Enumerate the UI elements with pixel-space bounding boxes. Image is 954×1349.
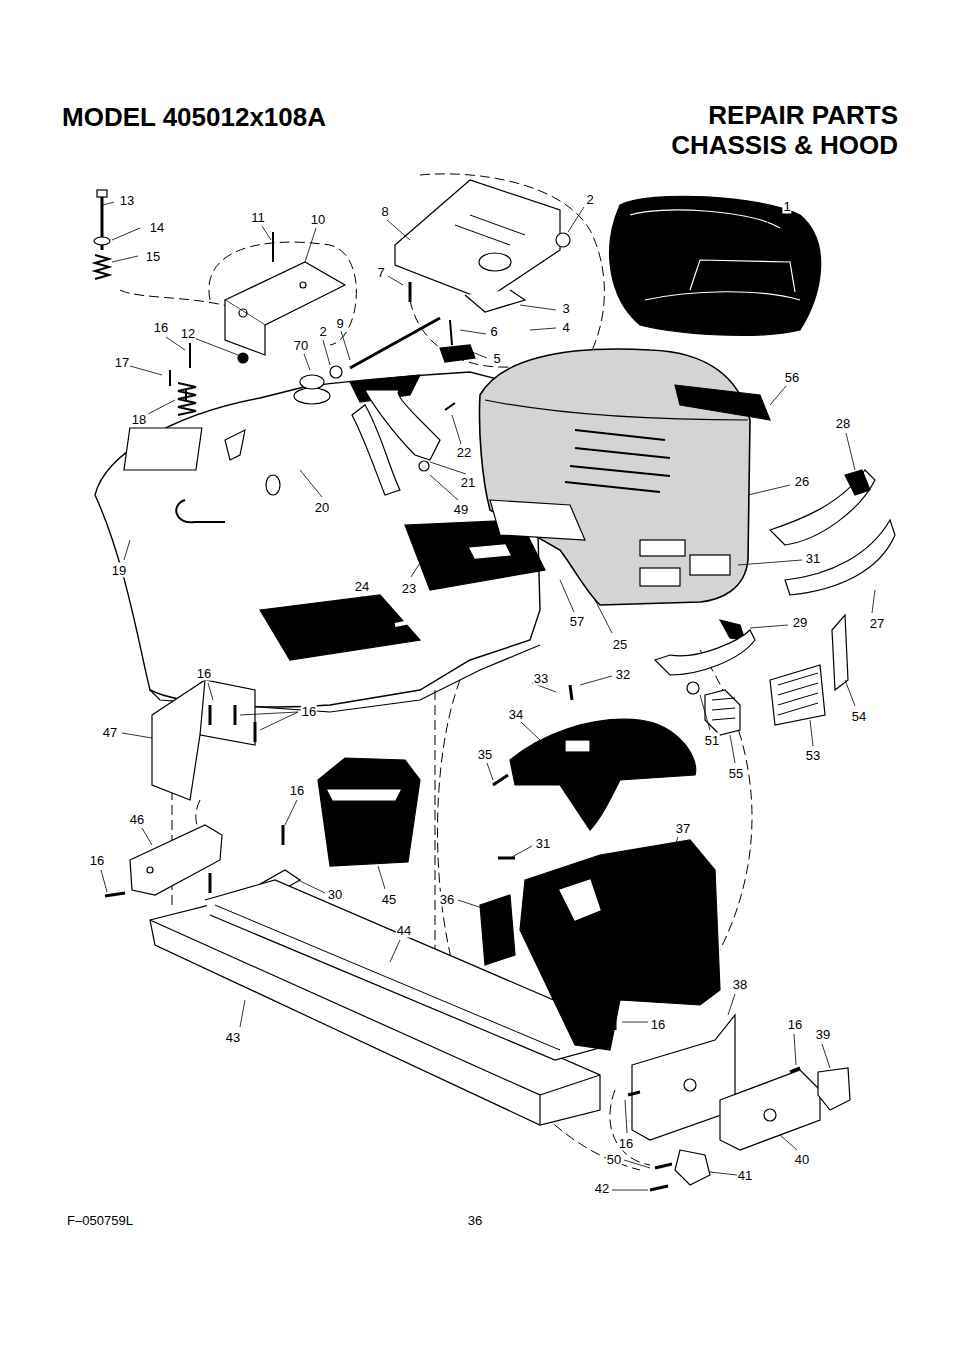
- callout-number: 16: [289, 783, 305, 798]
- callout-number: 5: [492, 351, 501, 366]
- callout-number: 31: [535, 836, 551, 851]
- callout-number: 11: [250, 210, 266, 225]
- callout-number: 33: [533, 671, 549, 686]
- callout-number: 10: [310, 212, 326, 227]
- callout-number: 6: [489, 324, 498, 339]
- callout-number: 70: [293, 338, 309, 353]
- model-number: MODEL 405012x108A: [62, 102, 326, 132]
- callout-number: 27: [869, 616, 885, 631]
- callout-number: 28: [835, 416, 851, 431]
- callout-number: 3: [561, 301, 570, 316]
- callout-number: 32: [615, 667, 631, 682]
- callout-number: 14: [149, 220, 165, 235]
- callout-number: 19: [111, 563, 127, 578]
- callout-number: 16: [650, 1017, 666, 1032]
- callout-number: 45: [381, 892, 397, 907]
- callout-number: 30: [327, 887, 343, 902]
- callout-number: 38: [732, 977, 748, 992]
- callout-number: 54: [851, 709, 867, 724]
- callout-number: 53: [805, 748, 821, 763]
- callout-number: 37: [675, 821, 691, 836]
- callout-number: 36: [467, 1213, 483, 1228]
- callout-number: 42: [594, 1181, 610, 1196]
- callout-number: 49: [453, 502, 469, 517]
- callout-number: 1: [782, 199, 791, 214]
- callout-number: 16: [618, 1136, 634, 1151]
- callout-number: 35: [477, 747, 493, 762]
- callout-number: 56: [784, 370, 800, 385]
- callout-number: 47: [102, 725, 118, 740]
- callout-number: 16: [89, 853, 105, 868]
- callout-number: 17: [114, 355, 130, 370]
- callout-number: 51: [704, 733, 720, 748]
- callout-number: 39: [815, 1027, 831, 1042]
- callout-number: 36: [439, 892, 455, 907]
- callout-number: 31: [805, 551, 821, 566]
- callout-number: 12: [180, 326, 196, 341]
- callout-number: 16: [301, 704, 317, 719]
- callout-number: 4: [561, 320, 570, 335]
- callout-number: 22: [456, 445, 472, 460]
- callout-number: 8: [380, 204, 389, 219]
- callout-number: 20: [314, 500, 330, 515]
- callout-number: 16: [787, 1017, 803, 1032]
- callout-number: 16: [153, 320, 169, 335]
- callout-number: 26: [794, 474, 810, 489]
- page-note: F–050759L: [66, 1213, 134, 1228]
- callout-number: 43: [225, 1030, 241, 1045]
- callout-number: 44: [396, 923, 412, 938]
- callout-number: 29: [792, 615, 808, 630]
- callout-number: 16: [196, 666, 212, 681]
- callout-number: 21: [460, 475, 476, 490]
- page-title: REPAIR PARTS CHASSIS & HOOD: [648, 100, 898, 160]
- callout-number: 55: [728, 766, 744, 781]
- callout-number: 15: [145, 249, 161, 264]
- callout-number: 41: [737, 1168, 753, 1183]
- callout-number: 24: [354, 579, 370, 594]
- callout-number: 2: [318, 324, 327, 339]
- callout-number: 23: [401, 581, 417, 596]
- callout-number: 7: [376, 265, 385, 280]
- callout-number: 57: [569, 614, 585, 629]
- callout-number: 18: [131, 412, 147, 427]
- callout-number: 2: [585, 192, 594, 207]
- callout-number: 34: [508, 707, 524, 722]
- callout-number: 9: [335, 316, 344, 331]
- callout-number: 46: [129, 812, 145, 827]
- callout-number: 13: [119, 193, 135, 208]
- callout-number: 50: [606, 1152, 622, 1167]
- callout-number: 40: [794, 1152, 810, 1167]
- callout-number: 25: [612, 637, 628, 652]
